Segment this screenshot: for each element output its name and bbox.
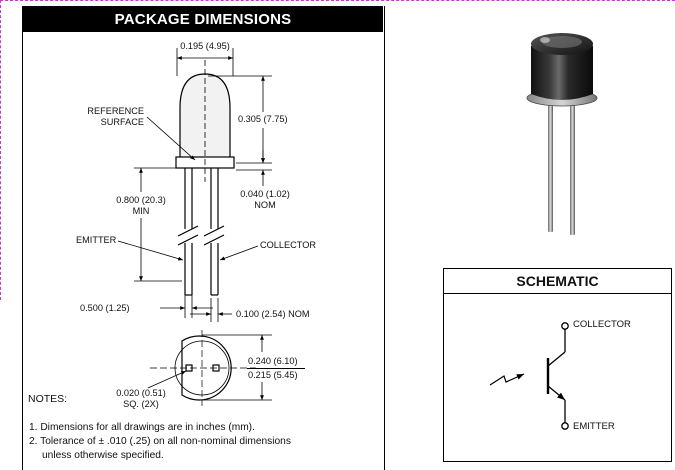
package-frame-left <box>22 6 23 470</box>
dim-lead-diameter: 0.500 (1.25) <box>80 303 130 313</box>
dashed-border-top <box>0 0 675 1</box>
dim-fraction-line <box>247 368 305 369</box>
leads <box>177 168 225 296</box>
package-side-view <box>117 48 272 322</box>
emitter-label: EMITTER <box>76 235 117 245</box>
note-1: 1. Dimensions for all drawings are in in… <box>29 422 255 433</box>
dim-flange-nom: NOM <box>254 200 276 210</box>
dim-lead-spacing: 0.100 (2.54) NOM <box>236 309 310 319</box>
dim-pad-size: 0.020 (0.51) <box>116 388 166 398</box>
schematic-emitter-label: EMITTER <box>573 421 615 432</box>
collector-label: COLLECTOR <box>260 240 316 250</box>
dim-outer-diameter: 0.240 (6.10) <box>248 356 298 366</box>
dim-lead-min: MIN <box>132 206 150 216</box>
package-frame-right <box>384 6 385 470</box>
dim-lead-length: 0.800 (20.3) <box>116 195 166 205</box>
light-arrow <box>489 373 525 386</box>
dashed-border-left <box>0 0 1 300</box>
dim-body-height: 0.305 (7.75) <box>238 114 288 124</box>
phototransistor-illustration <box>526 33 598 235</box>
reference-label-line2: SURFACE <box>100 117 144 127</box>
schematic-symbol <box>489 322 569 430</box>
dim-pad-sq: SQ. (2X) <box>123 399 159 409</box>
schematic-frame <box>443 268 672 462</box>
package-dimensions-header: PACKAGE DIMENSIONS <box>23 6 383 32</box>
notes-title: NOTES: <box>28 393 68 405</box>
dim-flange: 0.040 (1.02) <box>240 189 290 199</box>
note-2: 2. Tolerance of ± .010 (.25) on all non-… <box>29 436 291 447</box>
dim-inner-diameter: 0.215 (5.45) <box>248 370 298 380</box>
reference-label-line1: REFERENCE <box>87 106 144 116</box>
schematic-title: SCHEMATIC <box>443 268 672 294</box>
dim-width: 0.195 (4.95) <box>180 41 230 51</box>
schematic-collector-label: COLLECTOR <box>573 319 631 330</box>
note-2-continued: unless otherwise specified. <box>42 450 164 461</box>
package-bottom-view <box>147 330 272 406</box>
